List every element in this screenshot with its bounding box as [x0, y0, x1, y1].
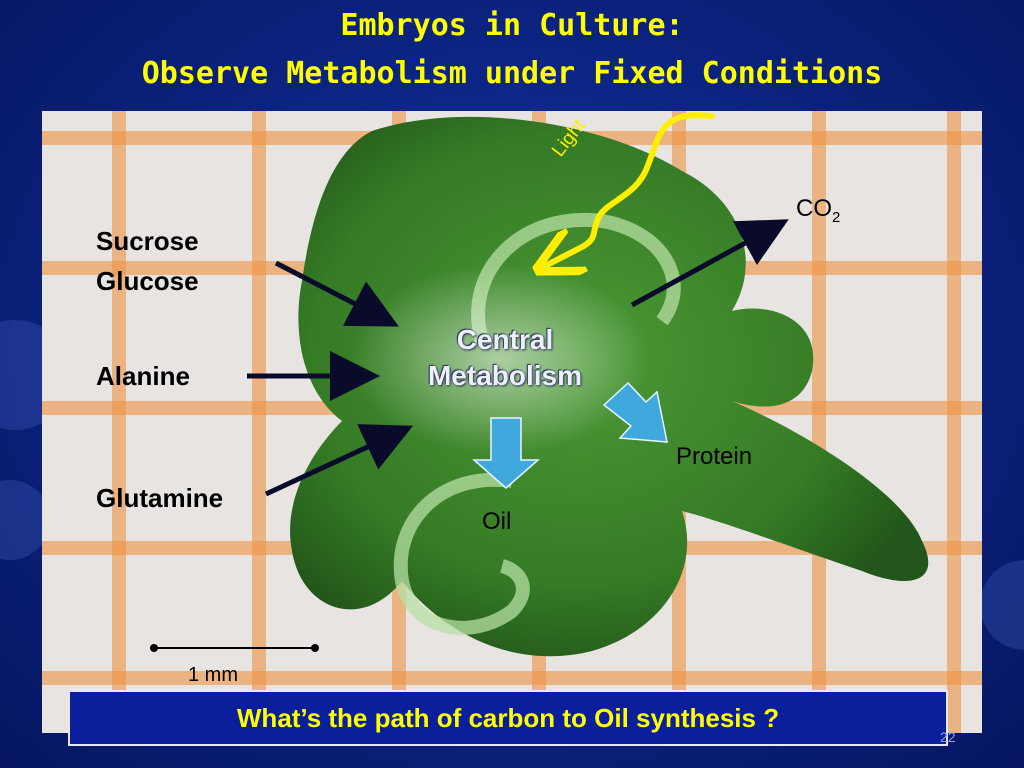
sucrose-label: Sucrose	[96, 226, 199, 256]
sugar-input-arrow	[274, 260, 399, 327]
embryo-illustration	[290, 116, 929, 657]
light-arrow	[545, 112, 715, 266]
co2-output-arrow	[630, 219, 789, 308]
glucose-label: Glucose	[96, 266, 199, 296]
slide-title-line1: Embryos in Culture:	[340, 8, 684, 43]
co2-label: CO2	[796, 195, 841, 226]
slide-number: 22	[940, 729, 956, 745]
central-metabolism-label: Central Metabolism	[427, 324, 583, 391]
protein-block-arrow	[602, 381, 668, 443]
scale-bar-label: 1 mm	[188, 664, 238, 686]
alanine-label: Alanine	[96, 361, 190, 391]
glutamine-input-arrow	[264, 424, 414, 497]
slide-title-line2: Observe Metabolism under Fixed Condition…	[141, 56, 883, 91]
protein-label: Protein	[676, 443, 753, 470]
oil-label: Oil	[482, 508, 512, 535]
oil-block-arrow	[472, 417, 540, 489]
glutamine-label: Glutamine	[96, 483, 224, 513]
question-box: What’s the path of carbon to Oil synthes…	[68, 690, 948, 746]
